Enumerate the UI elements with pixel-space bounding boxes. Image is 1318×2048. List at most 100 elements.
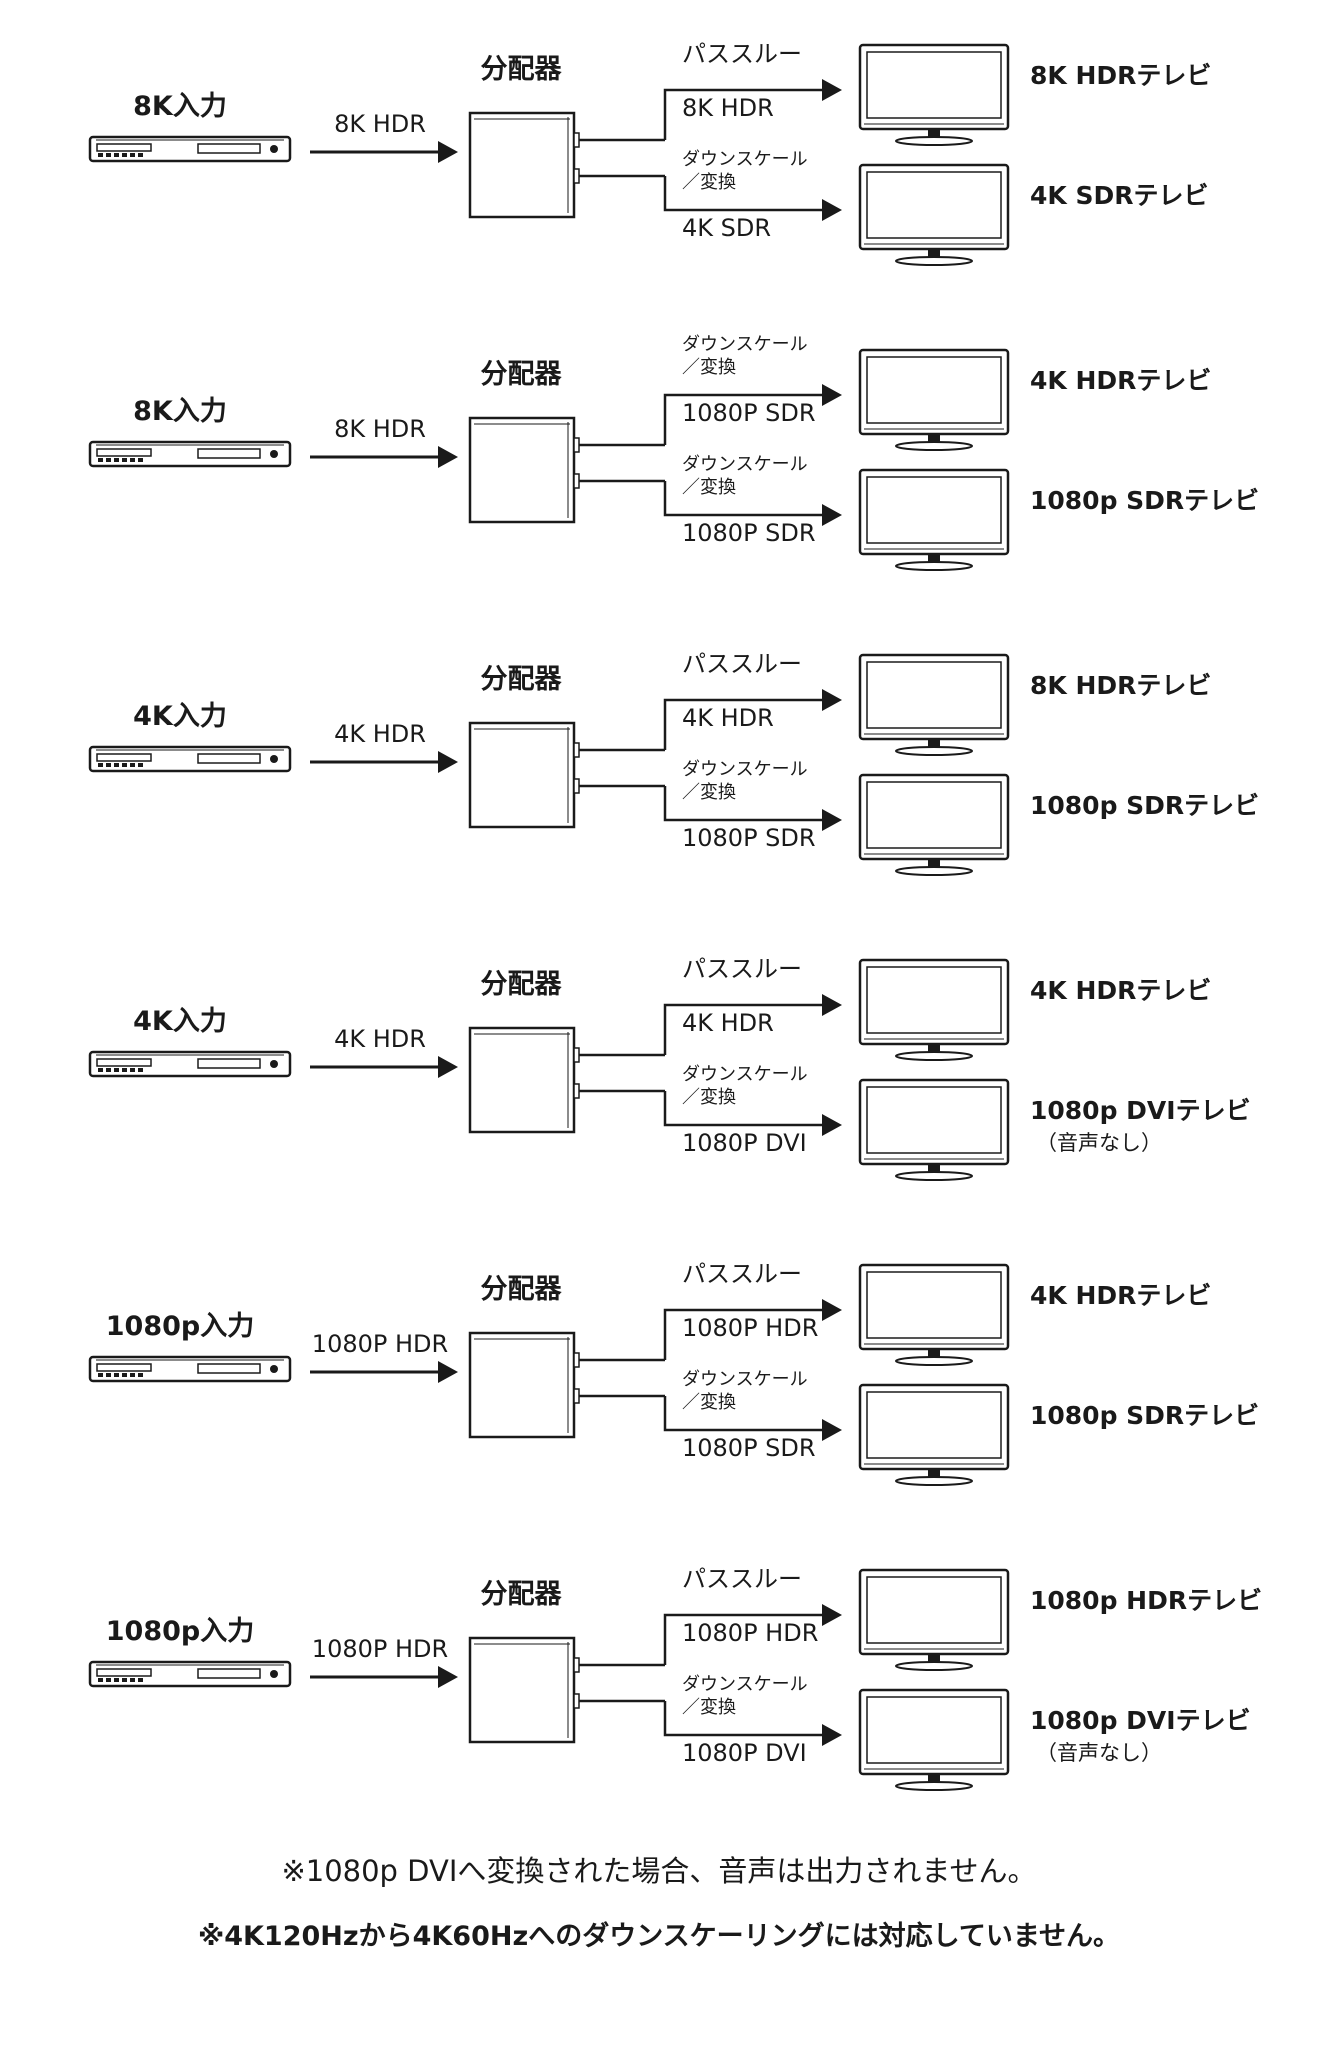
mode-label: パススルー [682,650,802,678]
output-signal-label: 1080P HDR [682,1619,818,1647]
arrow-head [822,504,842,526]
input-signal-label: 4K HDR [334,1025,426,1053]
player-button [130,458,135,462]
tv-icon [858,1688,1010,1791]
downscale-support-note: ※4K120Hzから4K60Hzへのダウンスケーリングには対応していません。 [197,1921,1121,1952]
tv-screen [866,1271,1002,1339]
tv-icon [858,958,1010,1061]
output-route [663,1613,825,1665]
output-route [663,481,825,517]
splitter-icon [468,721,580,829]
player-button [138,1678,143,1682]
tv-stand [895,746,973,756]
arrow-head [438,141,458,163]
arrow-head [822,79,842,101]
player-button [122,1373,127,1377]
player-disc-tray [197,1363,261,1374]
scenario-row: 4K入力4K HDR分配器パススルー4K HDR8K HDRテレビダウンスケール… [88,650,1259,876]
tv-stand [895,1051,973,1061]
arrow-head [822,1419,842,1441]
mode-label: パススルー [682,1565,802,1593]
splitter-body [468,1331,576,1439]
tv-icon [858,163,1010,266]
arrow-head [438,751,458,773]
output-route [663,1701,825,1737]
output-route [663,1003,825,1055]
player-button [130,1373,135,1377]
mode-label: ダウンスケール [682,1064,808,1085]
player-display [96,1668,152,1677]
splitter-port [573,1352,580,1368]
tv-stand [895,1781,973,1791]
arrow-head [438,1666,458,1688]
arrow-head [822,1299,842,1321]
player-button [114,153,119,157]
tv-neck [928,1045,940,1052]
output-route [663,393,825,445]
output-route [663,698,825,750]
tv-label: 1080p DVIテレビ [1030,1096,1251,1125]
splitter-label: 分配器 [481,54,563,85]
player-button [98,1068,103,1072]
splitter-label: 分配器 [481,664,563,695]
splitter-label: 分配器 [481,969,563,1000]
player-button [138,458,143,462]
player-disc-tray [197,143,261,154]
tv-stand [895,1356,973,1366]
source-label: 8K入力 [133,91,227,122]
arrow-head [822,809,842,831]
player-button [138,1373,143,1377]
media-player-icon [88,1050,292,1078]
splitter-body [468,416,576,524]
tv-neck [928,130,940,137]
tv-label: 1080p DVIテレビ [1030,1706,1251,1735]
player-knob [270,1365,278,1373]
player-display [96,1363,152,1372]
player-button [130,1068,135,1072]
player-button [106,1373,111,1377]
player-display [96,143,152,152]
player-button [130,1678,135,1682]
output-route [663,176,825,212]
player-button [130,153,135,157]
splitter-port [573,1083,580,1099]
splitter-port [573,473,580,489]
tv-icon [858,1568,1010,1671]
arrow-head [822,1114,842,1136]
tv-note: （音声なし） [1036,1131,1162,1155]
splitter-port [573,742,580,758]
player-disc-tray [197,753,261,764]
player-button [122,1068,127,1072]
player-knob [270,145,278,153]
tv-neck [928,1775,940,1782]
splitter-label: 分配器 [481,1274,563,1305]
output-signal-label: 4K HDR [682,704,774,732]
input-signal-label: 1080P HDR [312,1635,448,1663]
player-button [114,763,119,767]
arrow-head [822,689,842,711]
tv-neck [928,1470,940,1477]
tv-icon [858,348,1010,451]
player-display [96,1058,152,1067]
player-button [98,763,103,767]
tv-neck [928,740,940,747]
tv-icon [858,773,1010,876]
tv-stand [895,441,973,451]
splitter-label: 分配器 [481,1579,563,1610]
player-button [98,1373,103,1377]
splitter-port [573,132,580,148]
mode-label: ダウンスケール [682,454,808,475]
splitter-port [573,1693,580,1709]
scenario-row: 1080p入力1080P HDR分配器パススルー1080P HDR1080p H… [88,1565,1262,1791]
arrow-head [822,994,842,1016]
tv-note: （音声なし） [1036,1741,1162,1765]
player-button [98,1678,103,1682]
